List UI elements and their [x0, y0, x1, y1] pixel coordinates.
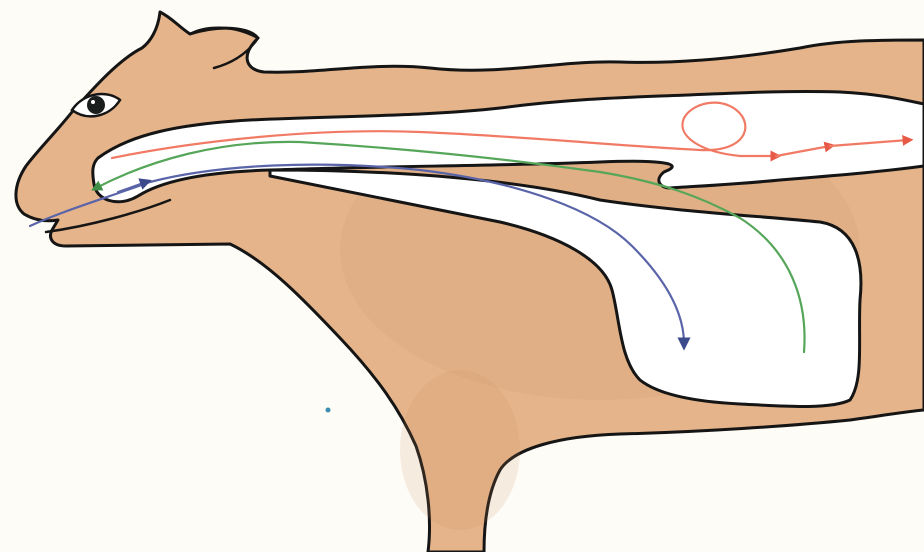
leg-shading [400, 370, 520, 530]
ink-dot [326, 408, 331, 413]
